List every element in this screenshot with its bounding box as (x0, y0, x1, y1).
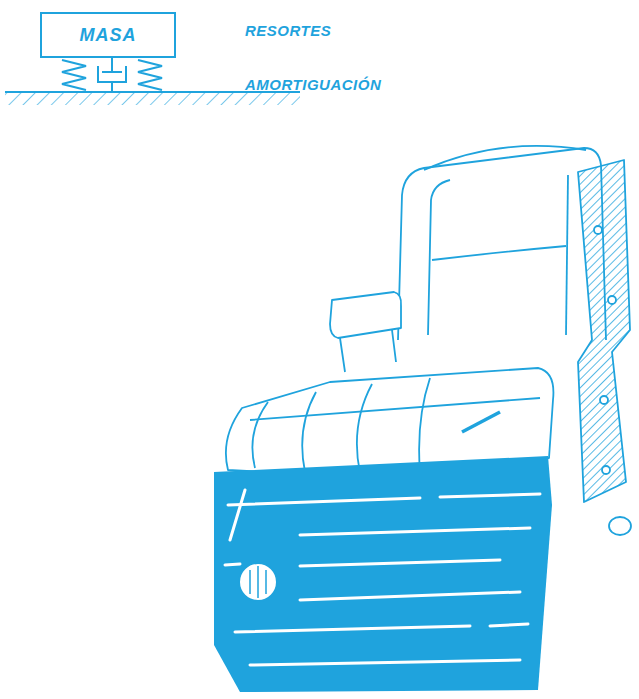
bolt (594, 226, 602, 234)
adjust-knob (239, 563, 277, 601)
cushion-seam (252, 378, 430, 473)
armrest-support (340, 330, 396, 372)
backrest-seam (566, 175, 568, 335)
cushion-seam (250, 398, 540, 420)
seat-cushion (226, 368, 554, 473)
suspension-bellows (214, 456, 552, 692)
mass-box: MASA (40, 12, 176, 58)
spring-symbol (62, 60, 86, 90)
damper-symbol (98, 58, 126, 92)
part-label: AMORTIGUACIÓN (245, 76, 381, 93)
spring-symbol (138, 60, 162, 90)
side-bracket (578, 160, 630, 502)
knob (609, 517, 631, 535)
knob-grip (250, 566, 266, 598)
bellows-folds (225, 490, 540, 665)
bolt (602, 466, 610, 474)
armrest (330, 292, 401, 338)
ground-hatching (5, 93, 300, 105)
bolt (608, 296, 616, 304)
backrest-seam (432, 246, 566, 260)
bolt (600, 396, 608, 404)
lever (462, 412, 500, 432)
box-label: MASA (80, 25, 137, 46)
headrest-line (424, 146, 586, 170)
backrest (398, 148, 606, 340)
part-label: RESORTES (245, 22, 331, 39)
